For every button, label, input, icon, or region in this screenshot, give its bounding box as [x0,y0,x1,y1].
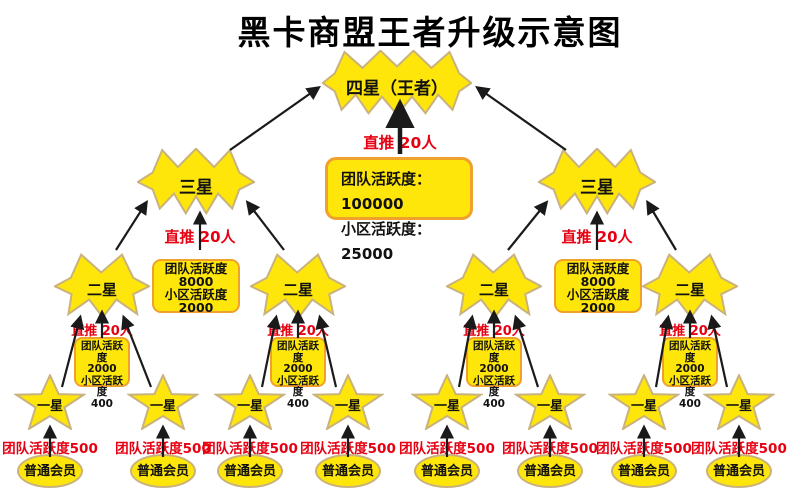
node-three-star: 三星 [538,148,656,216]
two-star-label: 二星 [86,281,117,299]
node-one-star: 一星 [14,374,86,430]
king-req-line-2: 小区活跃度：25000 [341,220,432,263]
one-star-icon [214,374,286,430]
requirement-box-two-star: 团队活跃度 2000 小区活跃度 400 [466,337,522,409]
req-line: 8000 [178,274,214,289]
node-one-star: 一星 [127,374,199,430]
req-line: 小区活跃度 [473,374,515,398]
req-line: 团队活跃度 [473,340,515,364]
req-line: 2000 [479,363,509,375]
requirement-box-two-star: 团队活跃度 2000 小区活跃度 400 [270,337,326,409]
two-star-label: 二星 [674,281,705,299]
req-line: 400 [91,397,113,410]
two-star-burst-icon [250,252,346,318]
node-two-star: 二星 [642,252,738,318]
req-line: 400 [287,397,309,410]
req-line: 400 [483,397,505,410]
node-one-star: 一星 [703,374,775,430]
requirement-box-three-star: 团队活跃度 8000 小区活跃度 2000 [152,259,240,315]
requirement-box-king: 团队活跃度：100000 小区活跃度：25000 [325,157,473,263]
req-line: 团队活跃度 [81,340,123,364]
req-line: 2000 [283,363,313,375]
node-one-star: 一星 [411,374,483,430]
arrow-line [229,85,321,151]
node-one-star: 一星 [312,374,384,430]
req-line: 团队活跃度 [669,340,711,364]
one-star-icon [312,374,384,430]
member-node: 普通会员 [611,454,677,488]
member-node: 普通会员 [130,454,196,488]
req-line: 团队活跃度 [277,340,319,364]
member-node: 普通会员 [217,454,283,488]
three-star-burst-icon [137,148,255,216]
two-star-burst-icon [642,252,738,318]
req-line: 小区活跃度 [81,374,123,398]
arrow-line [475,85,567,151]
req-line: 2000 [87,363,117,375]
one-star-label: 一星 [36,399,63,414]
node-two-star: 二星 [54,252,150,318]
direct-push-label: 直推 20人 [164,228,236,246]
two-star-burst-icon [446,252,542,318]
req-line: 2000 [178,300,214,315]
one-star-icon [514,374,586,430]
node-two-star: 二星 [446,252,542,318]
two-star-label: 二星 [282,281,313,299]
req-line: 2000 [580,300,616,315]
req-line: 8000 [580,274,616,289]
node-one-star: 一星 [214,374,286,430]
three-star-label: 三星 [580,178,614,198]
node-one-star: 一星 [514,374,586,430]
one-star-label: 一星 [725,399,752,414]
member-node: 普通会员 [706,454,772,488]
one-star-icon [703,374,775,430]
page-title: 黑卡商盟王者升级示意图 [237,13,623,52]
req-line: 团队活跃度 [566,261,630,276]
one-star-icon [14,374,86,430]
req-line: 团队活跃度 [164,261,228,276]
one-star-icon [127,374,199,430]
one-star-icon [608,374,680,430]
node-one-star: 一星 [608,374,680,430]
one-star-label: 一星 [334,399,361,414]
four-star-burst-icon [322,50,472,116]
one-star-label: 一星 [433,399,460,414]
member-node: 普通会员 [517,454,583,488]
direct-push-label: 直推 20人 [561,228,633,246]
req-line: 小区活跃度 [164,287,228,302]
one-star-label: 一星 [536,399,563,414]
four-star-label: 四星（王者） [346,79,448,99]
direct-push-label-king: 直推 20人 [363,134,437,152]
one-star-label: 一星 [630,399,657,414]
requirement-box-two-star: 团队活跃度 2000 小区活跃度 400 [74,337,130,409]
king-req-line-1: 团队活跃度：100000 [341,170,432,213]
member-node: 普通会员 [414,454,480,488]
req-line: 小区活跃度 [566,287,630,302]
node-three-star: 三星 [137,148,255,216]
three-star-label: 三星 [179,178,213,198]
req-line: 小区活跃度 [277,374,319,398]
one-star-label: 一星 [236,399,263,414]
node-two-star: 二星 [250,252,346,318]
two-star-label: 二星 [478,281,509,299]
req-line: 小区活跃度 [669,374,711,398]
two-star-burst-icon [54,252,150,318]
one-star-label: 一星 [149,399,176,414]
node-four-star: 四星（王者） [322,50,472,116]
member-node: 普通会员 [17,454,83,488]
req-line: 400 [679,397,701,410]
one-star-icon [411,374,483,430]
member-node: 普通会员 [315,454,381,488]
requirement-box-three-star: 团队活跃度 8000 小区活跃度 2000 [554,259,642,315]
three-star-burst-icon [538,148,656,216]
req-line: 2000 [675,363,705,375]
